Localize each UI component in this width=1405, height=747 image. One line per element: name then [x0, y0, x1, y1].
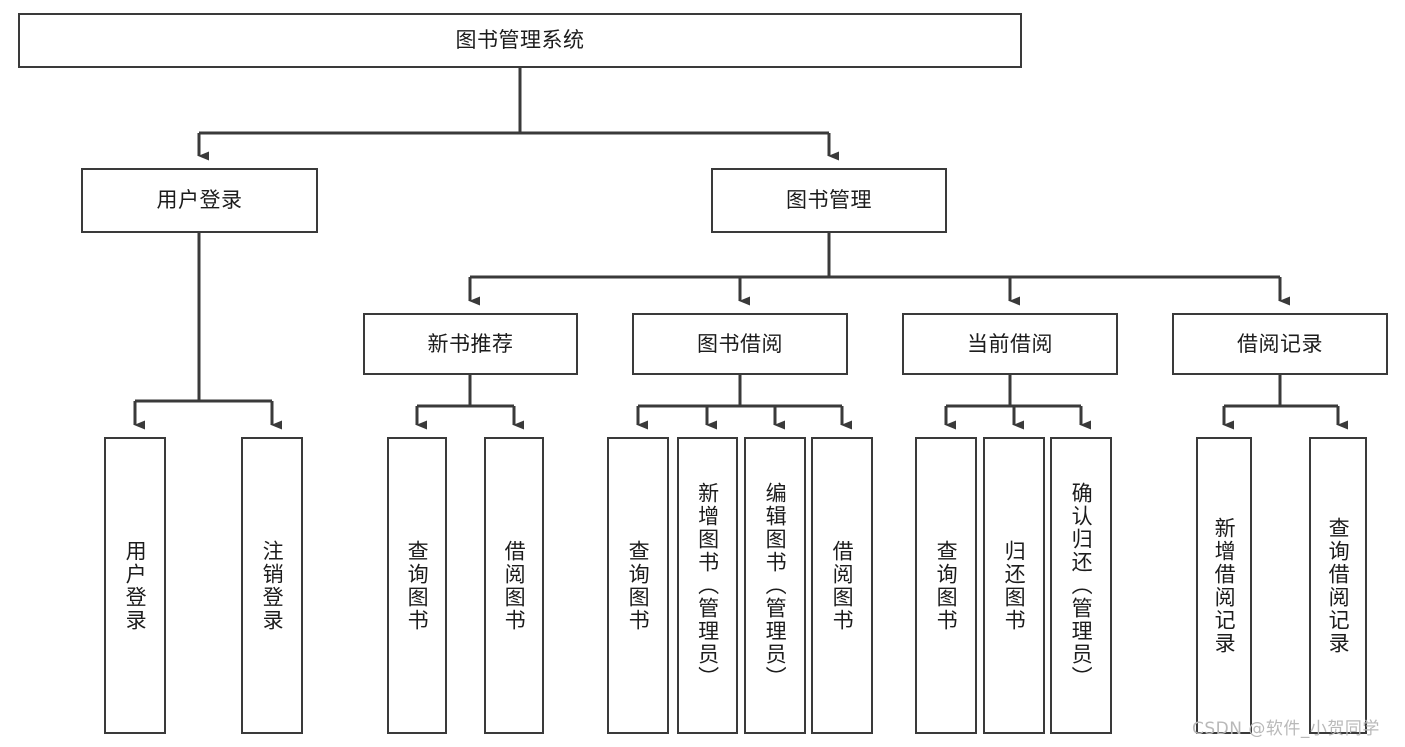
- node-label: 借阅图书: [502, 539, 527, 632]
- node-current-borrowing[interactable]: 当前借阅: [902, 313, 1118, 375]
- connector-lines: [133, 68, 1348, 430]
- node-leaf-confirm-return-admin[interactable]: 确认归还（管理员）: [1050, 437, 1112, 734]
- node-label: 编辑图书（管理员）: [763, 482, 788, 689]
- watermark-text: CSDN @软件_小贺同学: [1192, 719, 1380, 739]
- node-root-book-management-system[interactable]: 图书管理系统: [18, 13, 1022, 68]
- node-label: 用户登录: [123, 539, 148, 632]
- node-label: 查询图书: [626, 539, 651, 632]
- node-label: 新书推荐: [427, 331, 514, 356]
- node-leaf-query-borrowing-record[interactable]: 查询借阅记录: [1309, 437, 1367, 734]
- node-label: 图书借阅: [697, 331, 783, 356]
- node-leaf-return-books[interactable]: 归还图书: [983, 437, 1045, 734]
- node-book-borrowing[interactable]: 图书借阅: [632, 313, 848, 375]
- node-label: 用户登录: [156, 188, 243, 212]
- node-label: 当前借阅: [967, 331, 1053, 356]
- node-label: 新增图书（管理员）: [695, 482, 720, 689]
- node-borrowing-records[interactable]: 借阅记录: [1172, 313, 1388, 375]
- node-label: 确认归还（管理员）: [1069, 482, 1094, 689]
- node-leaf-user-login[interactable]: 用户登录: [104, 437, 166, 734]
- node-leaf-borrow-books-recommendation[interactable]: 借阅图书: [484, 437, 544, 734]
- node-leaf-borrow-books[interactable]: 借阅图书: [811, 437, 873, 734]
- node-leaf-add-book-admin[interactable]: 新增图书（管理员）: [677, 437, 738, 734]
- node-label: 借阅记录: [1237, 331, 1323, 356]
- node-label: 查询图书: [934, 539, 959, 632]
- node-label: 新增借阅记录: [1212, 516, 1237, 655]
- node-label: 借阅图书: [830, 539, 855, 632]
- node-label: 图书管理系统: [455, 28, 585, 52]
- node-label: 查询图书: [405, 539, 430, 632]
- node-user-login[interactable]: 用户登录: [81, 168, 318, 233]
- node-label: 归还图书: [1002, 539, 1027, 632]
- node-leaf-query-books-borrowing[interactable]: 查询图书: [607, 437, 669, 734]
- node-label: 图书管理: [786, 188, 872, 212]
- node-leaf-add-borrowing-record[interactable]: 新增借阅记录: [1196, 437, 1252, 734]
- node-leaf-query-books-current[interactable]: 查询图书: [915, 437, 977, 734]
- node-label: 查询借阅记录: [1326, 516, 1351, 655]
- node-book-management[interactable]: 图书管理: [711, 168, 947, 233]
- node-leaf-query-books-recommendation[interactable]: 查询图书: [387, 437, 447, 734]
- node-label: 注销登录: [260, 539, 285, 632]
- node-leaf-logout[interactable]: 注销登录: [241, 437, 303, 734]
- node-leaf-edit-book-admin[interactable]: 编辑图书（管理员）: [744, 437, 806, 734]
- node-new-book-recommendation[interactable]: 新书推荐: [363, 313, 578, 375]
